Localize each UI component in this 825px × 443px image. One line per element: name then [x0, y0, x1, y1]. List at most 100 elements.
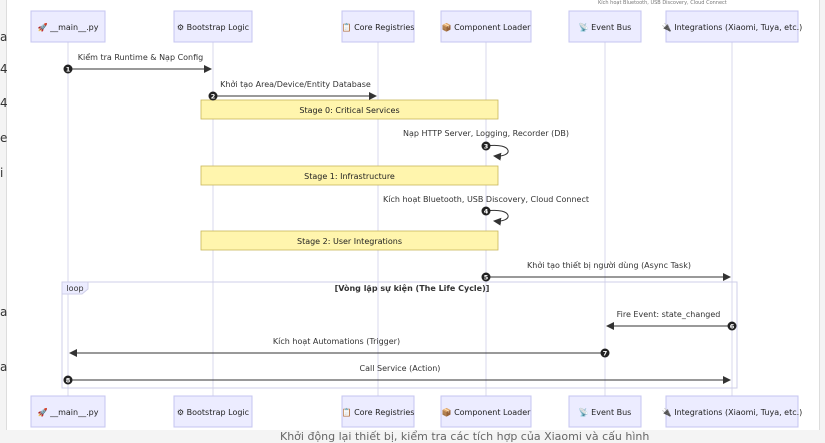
message-label: Fire Event: state_changed: [617, 310, 721, 319]
participant-label: 🚀 __main__.py: [38, 407, 99, 417]
participant-label: 📋 Core Registries: [342, 407, 415, 417]
participant-bottom: 📦 Component Loader: [440, 395, 532, 428]
participant-top: 📋 Core Registries: [341, 10, 415, 43]
participant-label: ⚙ Bootstrap Logic: [177, 23, 249, 32]
participant-name: Integrations (Xiaomi, Tuya, etc.): [674, 408, 802, 417]
stage-note: [200, 99, 499, 120]
sequence-number-badge: [481, 272, 491, 282]
plug-icon: 🔌: [662, 407, 672, 417]
sequence-number-badge: [727, 321, 737, 331]
background-fragment: i: [0, 166, 4, 180]
self-message-arrow: [485, 209, 509, 226]
clipboard-icon: 📋: [342, 22, 352, 32]
stage-note: [200, 230, 499, 251]
participant-label: 📡 Event Bus: [579, 407, 632, 417]
background-fragment: a: [0, 360, 8, 374]
message-label: Kiểm tra Runtime & Nạp Config: [78, 52, 204, 63]
participant-box: [30, 10, 106, 43]
sequence-number: 3: [484, 143, 489, 151]
rocket-icon: 🚀: [38, 407, 48, 417]
background-fragment: 4: [0, 62, 8, 76]
background-top-text: Kích hoạt Bluetooth, USB Discovery, Clou…: [598, 0, 727, 6]
participant-name: Component Loader: [454, 408, 531, 417]
sequence-number: 5: [484, 274, 489, 282]
message-label: Kích hoạt Bluetooth, USB Discovery, Clou…: [383, 195, 589, 205]
participant-label: 🚀 __main__.py: [38, 22, 99, 32]
sequence-number: 8: [66, 377, 71, 385]
clipboard-icon: 📋: [342, 407, 352, 417]
sequence-number-badge: [208, 91, 218, 101]
antenna-icon: 📡: [579, 22, 589, 32]
background-fragment: a: [0, 305, 8, 319]
participant-box: [568, 395, 642, 428]
loop-title: [Vòng lặp sự kiện (The Life Cycle)]: [335, 283, 490, 293]
participant-name: Component Loader: [454, 23, 531, 32]
sequence-number: 4: [484, 208, 489, 216]
stage-note: [200, 165, 499, 186]
loop-tag-box: [61, 281, 89, 295]
stage-note-label: Stage 2: User Integrations: [297, 237, 402, 246]
message-label: Khởi tạo Area/Device/Entity Database: [220, 79, 371, 90]
participant-box: [440, 395, 532, 428]
participant-name: Bootstrap Logic: [187, 408, 249, 417]
participant-top: 📡 Event Bus: [568, 10, 642, 43]
participant-box: [440, 10, 532, 43]
sequence-number-badge: [481, 206, 491, 216]
participant-box: [568, 10, 642, 43]
plug-icon: 🔌: [662, 22, 672, 32]
package-icon: 📦: [442, 407, 452, 417]
loop-tag: loop: [66, 284, 83, 293]
sequence-number-badge: [63, 64, 73, 74]
participant-bottom: 🚀 __main__.py: [30, 395, 106, 428]
participant-top: 📦 Component Loader: [440, 10, 532, 43]
sequence-number: 6: [730, 323, 735, 331]
participant-name: __main__.py: [49, 408, 99, 417]
participant-box: [665, 10, 799, 43]
stage-note-label: Stage 1: Infrastructure: [304, 172, 395, 181]
message-label: Khởi tạo thiết bị người dùng (Async Task…: [527, 260, 691, 271]
sequence-number: 2: [211, 93, 216, 101]
participant-bottom: ⚙ Bootstrap Logic: [173, 395, 253, 428]
sequence-number-badge: [63, 375, 73, 385]
message-label: Nạp HTTP Server, Logging, Recorder (DB): [403, 129, 569, 139]
message-label: Call Service (Action): [360, 364, 441, 373]
participant-bottom: 🔌 Integrations (Xiaomi, Tuya, etc.): [662, 395, 803, 428]
participant-top: 🚀 __main__.py: [30, 10, 106, 43]
participant-label: 🔌 Integrations (Xiaomi, Tuya, etc.): [662, 22, 803, 32]
sequence-number-badge: [481, 141, 491, 151]
message-label: Kích hoạt Automations (Trigger): [273, 337, 400, 347]
participant-name: __main__.py: [49, 23, 99, 32]
participant-label: 📦 Component Loader: [442, 22, 532, 32]
participant-name: Bootstrap Logic: [187, 23, 249, 32]
participant-box: [173, 10, 253, 43]
package-icon: 📦: [442, 22, 452, 32]
antenna-icon: 📡: [579, 407, 589, 417]
rocket-icon: 🚀: [38, 22, 48, 32]
background-fragment: e: [0, 131, 8, 145]
participant-top: ⚙ Bootstrap Logic: [173, 10, 253, 43]
participant-name: Event Bus: [591, 23, 631, 32]
participant-label: 🔌 Integrations (Xiaomi, Tuya, etc.): [662, 407, 803, 417]
participant-name: Integrations (Xiaomi, Tuya, etc.): [674, 23, 802, 32]
stage-note-label: Stage 0: Critical Services: [299, 106, 399, 115]
participant-label: ⚙ Bootstrap Logic: [177, 408, 249, 417]
background-fragment: 4: [0, 96, 8, 110]
participant-box: [173, 395, 253, 428]
participant-name: Core Registries: [354, 408, 414, 417]
participant-box: [341, 395, 415, 428]
participant-name: Event Bus: [591, 408, 631, 417]
participant-box: [30, 395, 106, 428]
participant-label: 📡 Event Bus: [579, 22, 632, 32]
participant-top: 🔌 Integrations (Xiaomi, Tuya, etc.): [662, 10, 803, 43]
participant-label: 📦 Component Loader: [442, 407, 532, 417]
background-fragment: a: [0, 30, 8, 44]
participant-bottom: 📡 Event Bus: [568, 395, 642, 428]
participant-name: Core Registries: [354, 23, 414, 32]
participant-label: 📋 Core Registries: [342, 22, 415, 32]
participant-box: [341, 10, 415, 43]
sequence-number: 1: [66, 66, 71, 74]
loop-frame: [61, 281, 738, 389]
participant-bottom: 📋 Core Registries: [341, 395, 415, 428]
gear-icon: ⚙: [177, 408, 184, 417]
